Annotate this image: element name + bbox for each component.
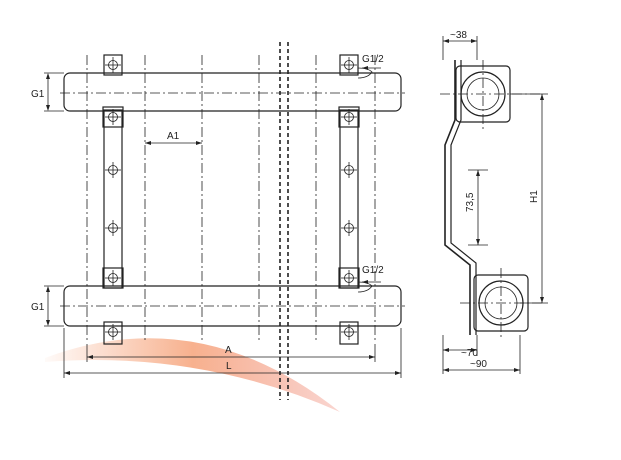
g12-bottom-label: G1/2 xyxy=(362,265,384,276)
left-bracket xyxy=(102,54,124,345)
mounting-hole xyxy=(105,57,121,73)
outlet-centerlines xyxy=(86,55,376,340)
l-label: L xyxy=(226,361,232,372)
width-90-dimension: ~90 xyxy=(443,335,521,374)
g1-bottom-dimension: G1 xyxy=(31,285,64,327)
g12-top-callout: G1/2 xyxy=(357,54,384,79)
mounting-hole xyxy=(341,109,357,125)
mounting-hole xyxy=(341,57,357,73)
l-dimension: L xyxy=(63,328,402,378)
top-pipe xyxy=(60,72,405,112)
width-70-dimension: ~70 xyxy=(442,335,478,374)
front-view: G1 G1 A1 G1/2 xyxy=(31,42,405,400)
height-h1-label: H1 xyxy=(529,190,540,203)
g1-top-dimension: G1 xyxy=(31,72,64,112)
a1-dimension: A1 xyxy=(145,131,202,145)
a-label: A xyxy=(225,345,232,356)
mounting-hole xyxy=(341,324,357,340)
watermark-swoosh xyxy=(45,338,340,412)
mounting-hole xyxy=(105,270,121,286)
a1-label: A1 xyxy=(167,131,180,142)
mounting-hole xyxy=(341,220,357,236)
g1-bottom-label: G1 xyxy=(31,302,45,313)
g12-bottom-callout: G1/2 xyxy=(357,265,384,293)
side-view: ~38 73,5 H1 ~70 xyxy=(440,30,548,374)
mounting-hole xyxy=(105,324,121,340)
mounting-holes xyxy=(105,57,357,340)
break-lines xyxy=(279,42,289,400)
bottom-pipe xyxy=(60,285,405,327)
width-70-label: ~70 xyxy=(461,348,478,359)
mounting-hole xyxy=(341,270,357,286)
mounting-hole xyxy=(105,109,121,125)
a-dimension: A xyxy=(86,344,376,362)
width-90-label: ~90 xyxy=(470,359,487,370)
height-h1-dimension: H1 xyxy=(510,93,548,304)
right-bracket xyxy=(338,54,360,345)
g1-top-label: G1 xyxy=(31,89,45,100)
width-38-label: ~38 xyxy=(450,30,467,41)
mounting-hole xyxy=(341,162,357,178)
mounting-hole xyxy=(105,220,121,236)
g12-top-label: G1/2 xyxy=(362,54,384,65)
width-38-dimension: ~38 xyxy=(442,30,478,60)
height-73-label: 73,5 xyxy=(465,192,476,212)
height-73-dimension: 73,5 xyxy=(465,169,488,246)
mounting-hole xyxy=(105,162,121,178)
